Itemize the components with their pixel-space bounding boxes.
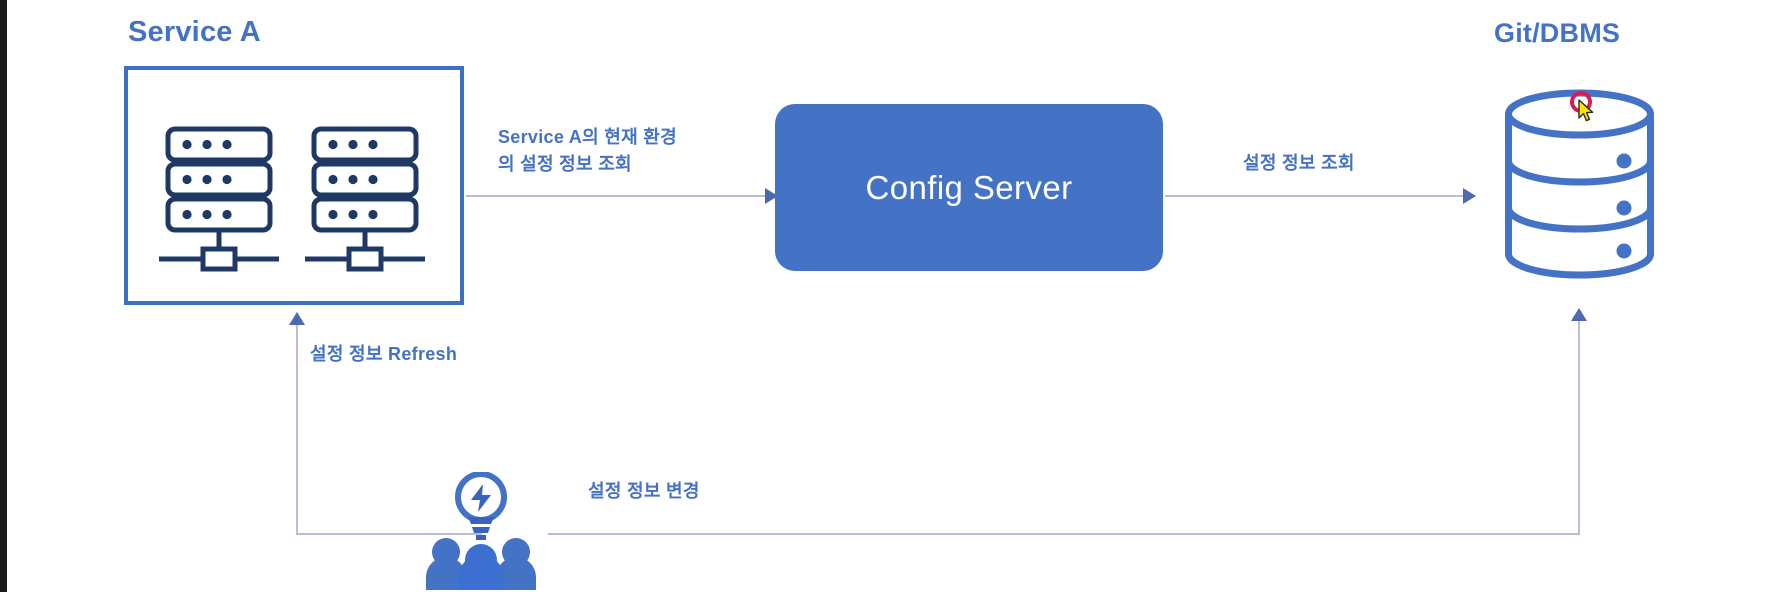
service-a-title: Service A <box>128 16 261 48</box>
database-cylinder-icon[interactable] <box>1502 88 1657 280</box>
server-rack-icon <box>159 126 279 272</box>
connector-refresh-vertical <box>296 324 298 534</box>
mouse-cursor-icon <box>1578 99 1594 122</box>
git-dbms-title: Git/DBMS <box>1494 18 1621 48</box>
edge-label-change: 설정 정보 변경 <box>588 481 700 501</box>
edge-label-query-environment: Service A의 현재 환경 의 설정 정보 조회 <box>498 127 677 174</box>
arrowhead-to-config-server <box>765 188 778 204</box>
arrowhead-to-database <box>1463 188 1476 204</box>
config-server-label: Config Server <box>865 168 1073 206</box>
arrowhead-to-service-a <box>289 312 305 325</box>
team-with-idea-icon[interactable] <box>425 472 537 590</box>
server-rack-icon <box>305 126 425 272</box>
edge-label-query-config: 설정 정보 조회 <box>1243 153 1355 173</box>
connector-change-horizontal <box>548 533 1580 535</box>
edge-label-refresh: 설정 정보 Refresh <box>310 344 458 364</box>
connector-refresh-horizontal <box>296 533 482 535</box>
connector-change-vertical <box>1578 320 1580 534</box>
connector-service-a-to-config-server <box>466 195 771 197</box>
left-edge-strip <box>0 0 7 592</box>
connector-config-server-to-database <box>1165 195 1467 197</box>
config-server-node[interactable]: Config Server <box>775 104 1163 271</box>
service-a-group[interactable] <box>124 66 464 305</box>
arrowhead-to-database-bottom <box>1571 308 1587 321</box>
lightbulb-bolt-icon <box>455 472 507 540</box>
